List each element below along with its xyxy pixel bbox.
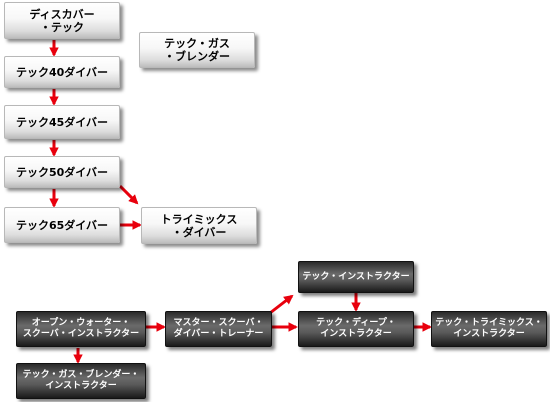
msdt-node: マスター・スクーバ・ ダイバー・トレーナー — [165, 311, 272, 347]
owsi-node: オープン・ウォーター・ スクーバ・インストラクター — [16, 311, 146, 347]
tec-trimix-instructor-node: テック・トライミックス・ インストラクター — [431, 311, 547, 347]
tec50-diver-node: テック50ダイバー — [4, 156, 120, 188]
tec45-diver-node: テック45ダイバー — [4, 105, 120, 139]
gas-blender-instructor-node: テック・ガス・ブレンダー・ インストラクター — [16, 363, 146, 399]
arrow-msdt-to-tec-instructor — [269, 294, 294, 315]
arrow-tec50-to-trimix — [118, 184, 139, 205]
tec-deep-instructor-node: テック・ディープ・ インストラクター — [298, 311, 414, 347]
discover-tec-node: ディスカバー ・テック — [4, 2, 120, 39]
tec-gas-blender-node: テック・ガス ・ブレンダー — [139, 32, 255, 68]
trimix-diver-node: トライミックス ・ダイバー — [141, 207, 257, 244]
tec65-diver-node: テック65ダイバー — [4, 207, 120, 243]
tec40-diver-node: テック40ダイバー — [4, 56, 120, 88]
tec-instructor-node: テック・インストラクター — [298, 261, 414, 293]
